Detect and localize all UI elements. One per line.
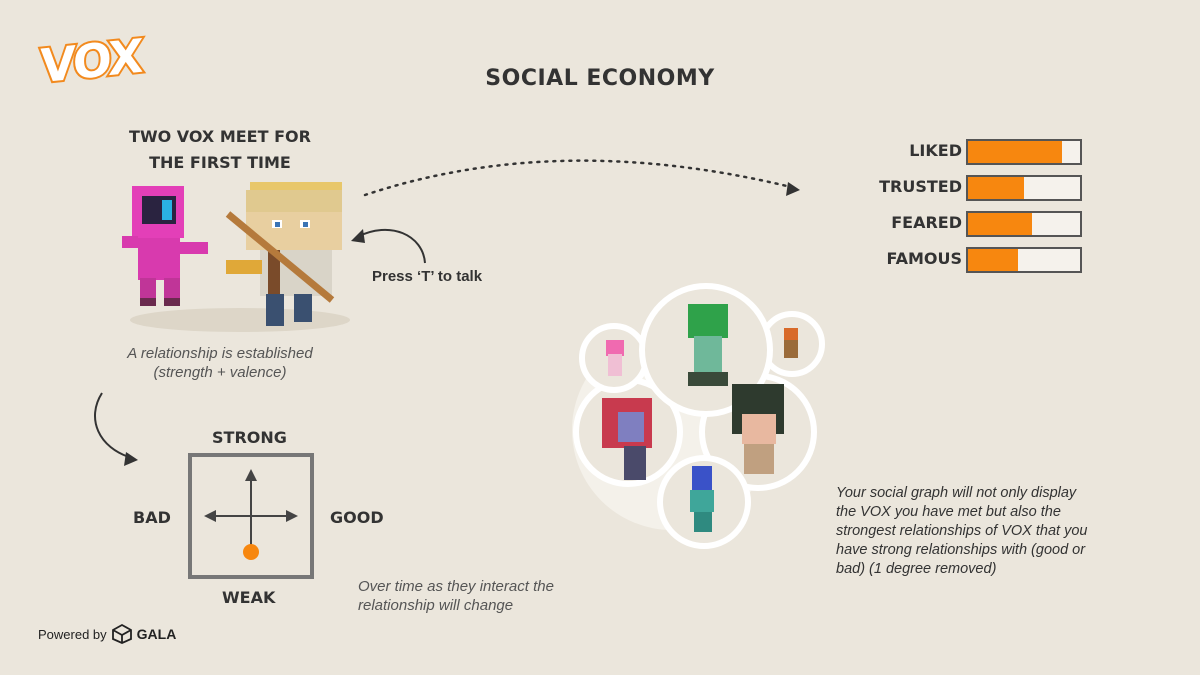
dotted-arrow [363, 159, 800, 197]
arrow-up [245, 469, 257, 481]
curved-arrow-to-character [351, 228, 426, 264]
social-graph-caption-line: the VOX you have met but also the [836, 504, 1061, 520]
metric-bar-fill [968, 177, 1024, 199]
metric-bar [966, 211, 1082, 237]
social-graph-caption-line: bad) (1 degree removed) [836, 561, 997, 577]
axis-label-strong: STRONG [212, 428, 287, 447]
blonde-vox-character [225, 182, 342, 326]
social-graph-caption-line: have strong relationships with (good or [836, 542, 1086, 558]
relationship-dot [243, 544, 259, 560]
metric-bar-fill [968, 141, 1063, 163]
axis-label-bad: BAD [133, 508, 171, 527]
gala-cube-icon [111, 623, 132, 644]
over-time-line1: Over time as they interact the [358, 578, 554, 595]
relationship-caption: A relationship is established (strength … [100, 344, 340, 382]
over-time-caption: Over time as they interact the relations… [358, 577, 554, 615]
metric-row-feared: FEARED [820, 211, 1090, 237]
pink-vox-character [122, 186, 208, 306]
curved-arrow-to-axis [94, 392, 138, 466]
relationship-line2: (strength + valence) [153, 364, 287, 381]
powered-by-footer: Powered by GALA [38, 623, 177, 644]
two-vox-illustration [122, 182, 350, 332]
social-graph-caption-line: Your social graph will not only display [836, 485, 1077, 501]
metric-bar [966, 139, 1082, 165]
social-graph-caption-line: strongest relationships of VOX that you [836, 523, 1088, 539]
axis-label-good: GOOD [330, 508, 384, 527]
relationship-axis-chart [188, 453, 314, 579]
metric-label: FEARED [891, 213, 962, 232]
page-title: SOCIAL ECONOMY [485, 66, 715, 91]
metric-row-liked: LIKED [820, 139, 1090, 165]
metric-label: FAMOUS [886, 249, 962, 268]
metric-bar-fill [968, 213, 1032, 235]
meet-heading: TWO VOX MEET FOR THE FIRST TIME [100, 124, 340, 176]
metric-label: LIKED [909, 141, 962, 160]
metric-bar [966, 247, 1082, 273]
axis-frame [188, 453, 314, 579]
meet-heading-line2: THE FIRST TIME [149, 153, 291, 172]
arrow-left [204, 510, 216, 522]
ground-shadow [130, 308, 350, 332]
social-graph-illustration [572, 283, 825, 549]
powered-by-label: Powered by [38, 626, 107, 642]
metric-bar-fill [968, 249, 1019, 271]
arrow-right [286, 510, 298, 522]
metric-bar [966, 175, 1082, 201]
metric-row-trusted: TRUSTED [820, 175, 1090, 201]
meet-heading-line1: TWO VOX MEET FOR [129, 127, 311, 146]
over-time-line2: relationship will change [358, 597, 514, 614]
relationship-line1: A relationship is established [127, 345, 313, 362]
social-graph-caption: Your social graph will not only display t… [836, 484, 1087, 579]
axis-label-weak: WEAK [222, 588, 276, 607]
metric-row-famous: FAMOUS [820, 247, 1090, 273]
gala-wordmark: GALA [136, 626, 177, 642]
press-t-hint: Press ‘T’ to talk [372, 268, 483, 285]
graph-characters [602, 304, 798, 532]
metric-label: TRUSTED [879, 177, 962, 196]
